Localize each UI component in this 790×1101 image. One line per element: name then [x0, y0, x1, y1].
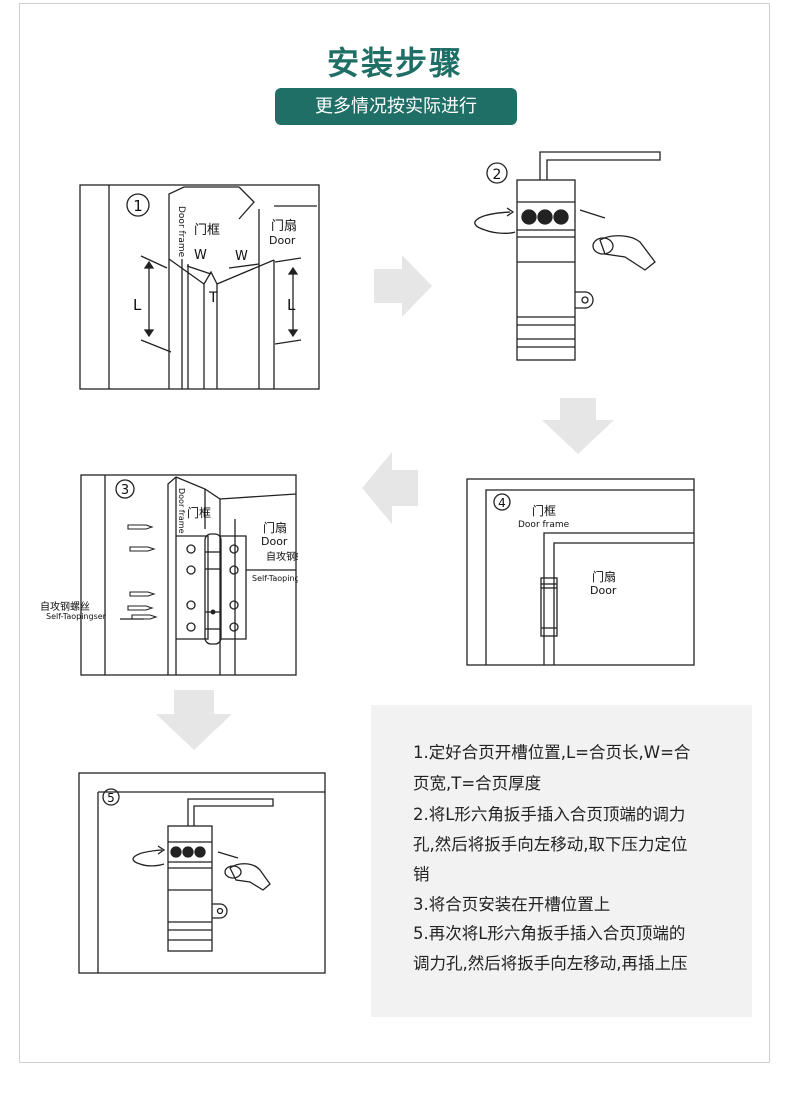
step-5-diagram: 5	[78, 772, 328, 976]
step-1-number: 1	[133, 197, 143, 215]
note-line-4: 孔,然后将扳手向左移动,取下压力定位	[413, 835, 688, 854]
step-1-l-left: L	[133, 296, 142, 314]
step-4-number: 4	[498, 496, 506, 510]
arrow-down-4	[156, 690, 232, 754]
step-1-door-en: Door	[269, 234, 296, 247]
subtitle-badge: 更多情况按实际进行	[275, 88, 517, 125]
note-line-8: 调力孔,然后将扳手向左移动,再插上压	[413, 954, 688, 973]
step-4-door-frame-en: Door frame	[518, 520, 570, 530]
step-1-door-frame-cn: 门框	[194, 223, 220, 238]
step-1-l-right: L	[287, 296, 296, 314]
step-4-door-frame-cn: 门框	[532, 503, 556, 518]
step-1-t: T	[208, 290, 218, 306]
step-3-diagram: 3 Door frame 门框 门扇 Door 自攻钢螺丝 Self-Taopi…	[80, 474, 298, 678]
note-line-3: 2.将L形六角扳手插入合页顶端的调力	[413, 805, 686, 824]
step-3-screw-cn-left: 自攻钢螺丝	[40, 602, 90, 613]
step-3-screw-en-right: Self-Taopingser	[252, 574, 298, 583]
page-title: 安装步骤	[326, 44, 463, 82]
step-3-door-frame-cn: 门框	[187, 505, 211, 520]
arrow-right-1	[374, 255, 432, 321]
step-3-door-frame-en: Door frame	[177, 488, 186, 534]
note-line-2: 页宽,T=合页厚度	[413, 774, 542, 793]
step-2-number: 2	[493, 167, 502, 183]
step-5-number: 5	[107, 791, 115, 805]
step-1-door-frame-en: Door frame	[176, 206, 186, 258]
step-3-screw-cn-right: 自攻钢螺丝	[266, 550, 298, 563]
instruction-notes: 1.定好合页开槽位置,L=合页长,W=合 页宽,T=合页厚度 2.将L形六角扳手…	[371, 705, 752, 1017]
step-2-diagram: 2	[455, 142, 675, 367]
step-1-w1: W	[194, 248, 207, 263]
note-line-6: 3.将合页安装在开槽位置上	[413, 895, 611, 914]
step-1-door-cn: 门扇	[271, 218, 297, 234]
note-line-1: 1.定好合页开槽位置,L=合页长,W=合	[413, 743, 691, 762]
step-3-screw-en-left: Self-Taopingser	[46, 612, 106, 621]
arrow-down-2	[542, 398, 614, 458]
step-3-door-en: Door	[261, 535, 288, 548]
note-line-5: 销	[413, 865, 430, 884]
step-3-door-cn: 门扇	[263, 520, 287, 535]
step-4-door-cn: 门扇	[592, 569, 616, 584]
step-1-w2: W	[235, 249, 248, 264]
arrow-left-3	[362, 452, 418, 528]
step-4-diagram: 4 门框 Door frame 门扇 Door	[466, 478, 696, 668]
step-4-door-en: Door	[590, 584, 617, 597]
step-1-diagram: 1 门框 Door frame 门扇 Door W W T L L	[79, 184, 321, 392]
page-frame	[19, 3, 770, 1063]
note-line-7: 5.再次将L形六角扳手插入合页顶端的	[413, 924, 686, 943]
step-3-number: 3	[121, 483, 129, 498]
